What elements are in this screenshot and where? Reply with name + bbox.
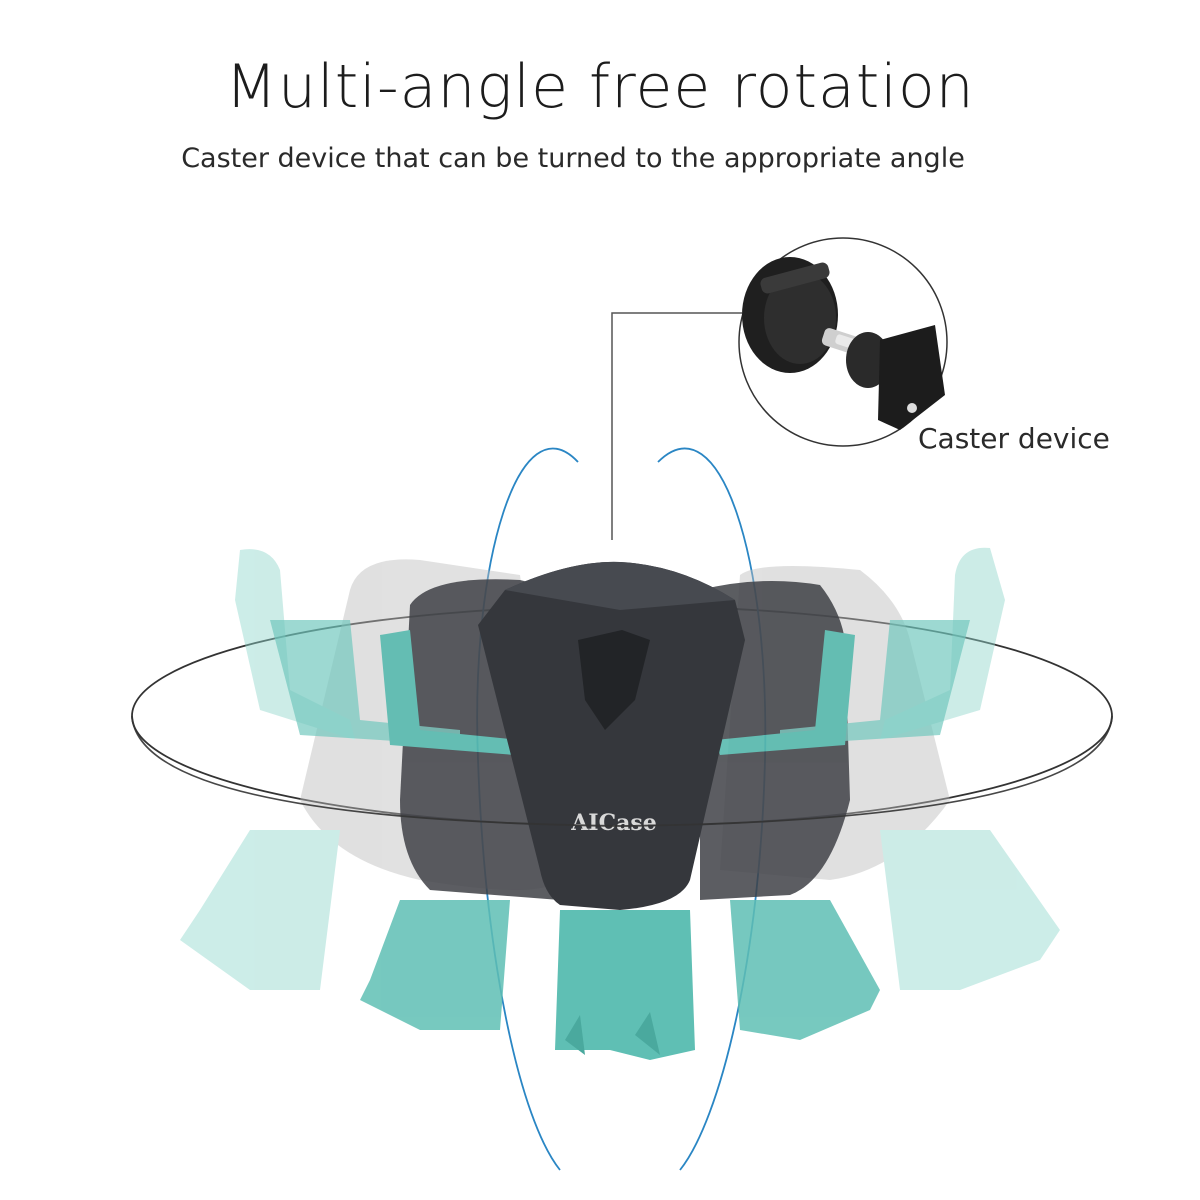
caster-ball-joint-icon xyxy=(742,257,945,430)
headline: Multi-angle free rotation xyxy=(225,52,975,122)
caster-device-detail xyxy=(738,237,948,447)
subheadline: Caster device that can be turned to the … xyxy=(181,143,965,174)
car-vent-phone-holder xyxy=(478,561,745,1060)
caster-device-label: Caster device xyxy=(918,422,1110,455)
callout-leader-line xyxy=(611,312,742,540)
brand-logo-text: AICase xyxy=(570,810,657,836)
